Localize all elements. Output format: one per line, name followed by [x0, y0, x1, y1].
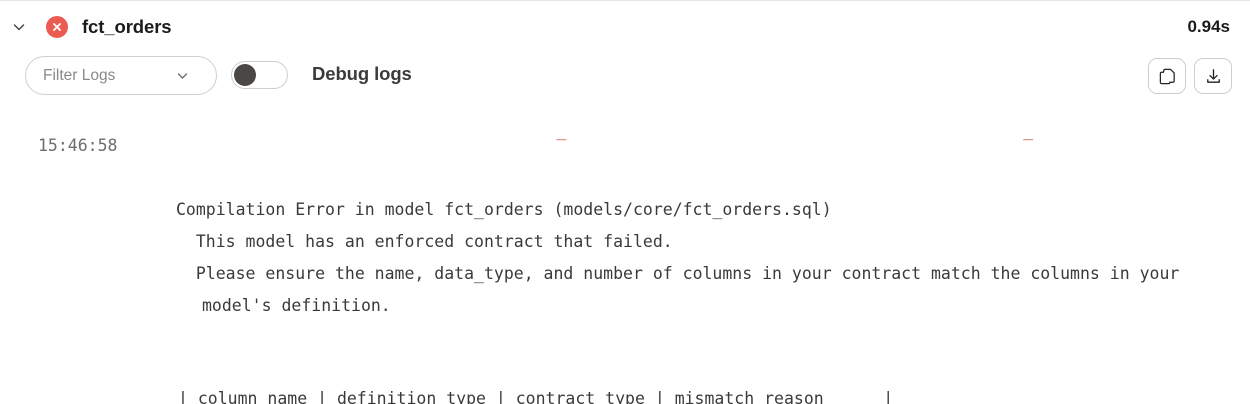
log-output-region[interactable]: _ _ . 15:46:58 Compilation Error in mode… [0, 101, 1250, 404]
clipped-log-line: _ _ . [0, 101, 1250, 140]
log-entry: 15:46:58 Compilation Error in model fct_… [0, 130, 1250, 404]
clipped-segment-1: _ [556, 121, 567, 140]
debug-logs-label: Debug logs [312, 63, 412, 84]
elapsed-time: 0.94s [1187, 17, 1230, 36]
copy-icon [1158, 67, 1177, 86]
log-panel-header: fct_orders 0.94s [0, 1, 1250, 53]
collapse-toggle-button[interactable] [4, 19, 34, 35]
log-message-line-1: Compilation Error in model fct_orders (m… [176, 200, 832, 219]
download-logs-button[interactable] [1194, 58, 1232, 94]
chevron-down-icon [175, 68, 190, 83]
model-name-title: fct_orders [82, 16, 172, 37]
debug-logs-toggle[interactable] [231, 61, 288, 89]
log-message-line-3: Please ensure the name, data_type, and n… [176, 264, 1190, 315]
clipped-segment-2: _ [1023, 121, 1034, 140]
download-icon [1204, 67, 1223, 86]
filter-logs-select[interactable]: Filter Logs [25, 56, 217, 95]
table-row: | column_name | definition_type | contra… [178, 389, 894, 404]
log-toolbar: Filter Logs Debug logs [0, 53, 1250, 99]
filter-logs-label: Filter Logs [43, 66, 116, 84]
toggle-knob [234, 64, 256, 86]
contract-mismatch-table: | column_name | definition_type | contra… [178, 319, 903, 404]
chevron-down-icon [11, 19, 27, 35]
log-message-line-2: This model has an enforced contract that… [176, 232, 673, 251]
copy-logs-button[interactable] [1148, 58, 1186, 94]
log-message: Compilation Error in model fct_orders (m… [176, 130, 1236, 386]
log-timestamp: 15:46:58 [38, 136, 118, 155]
error-status-icon [46, 16, 68, 38]
